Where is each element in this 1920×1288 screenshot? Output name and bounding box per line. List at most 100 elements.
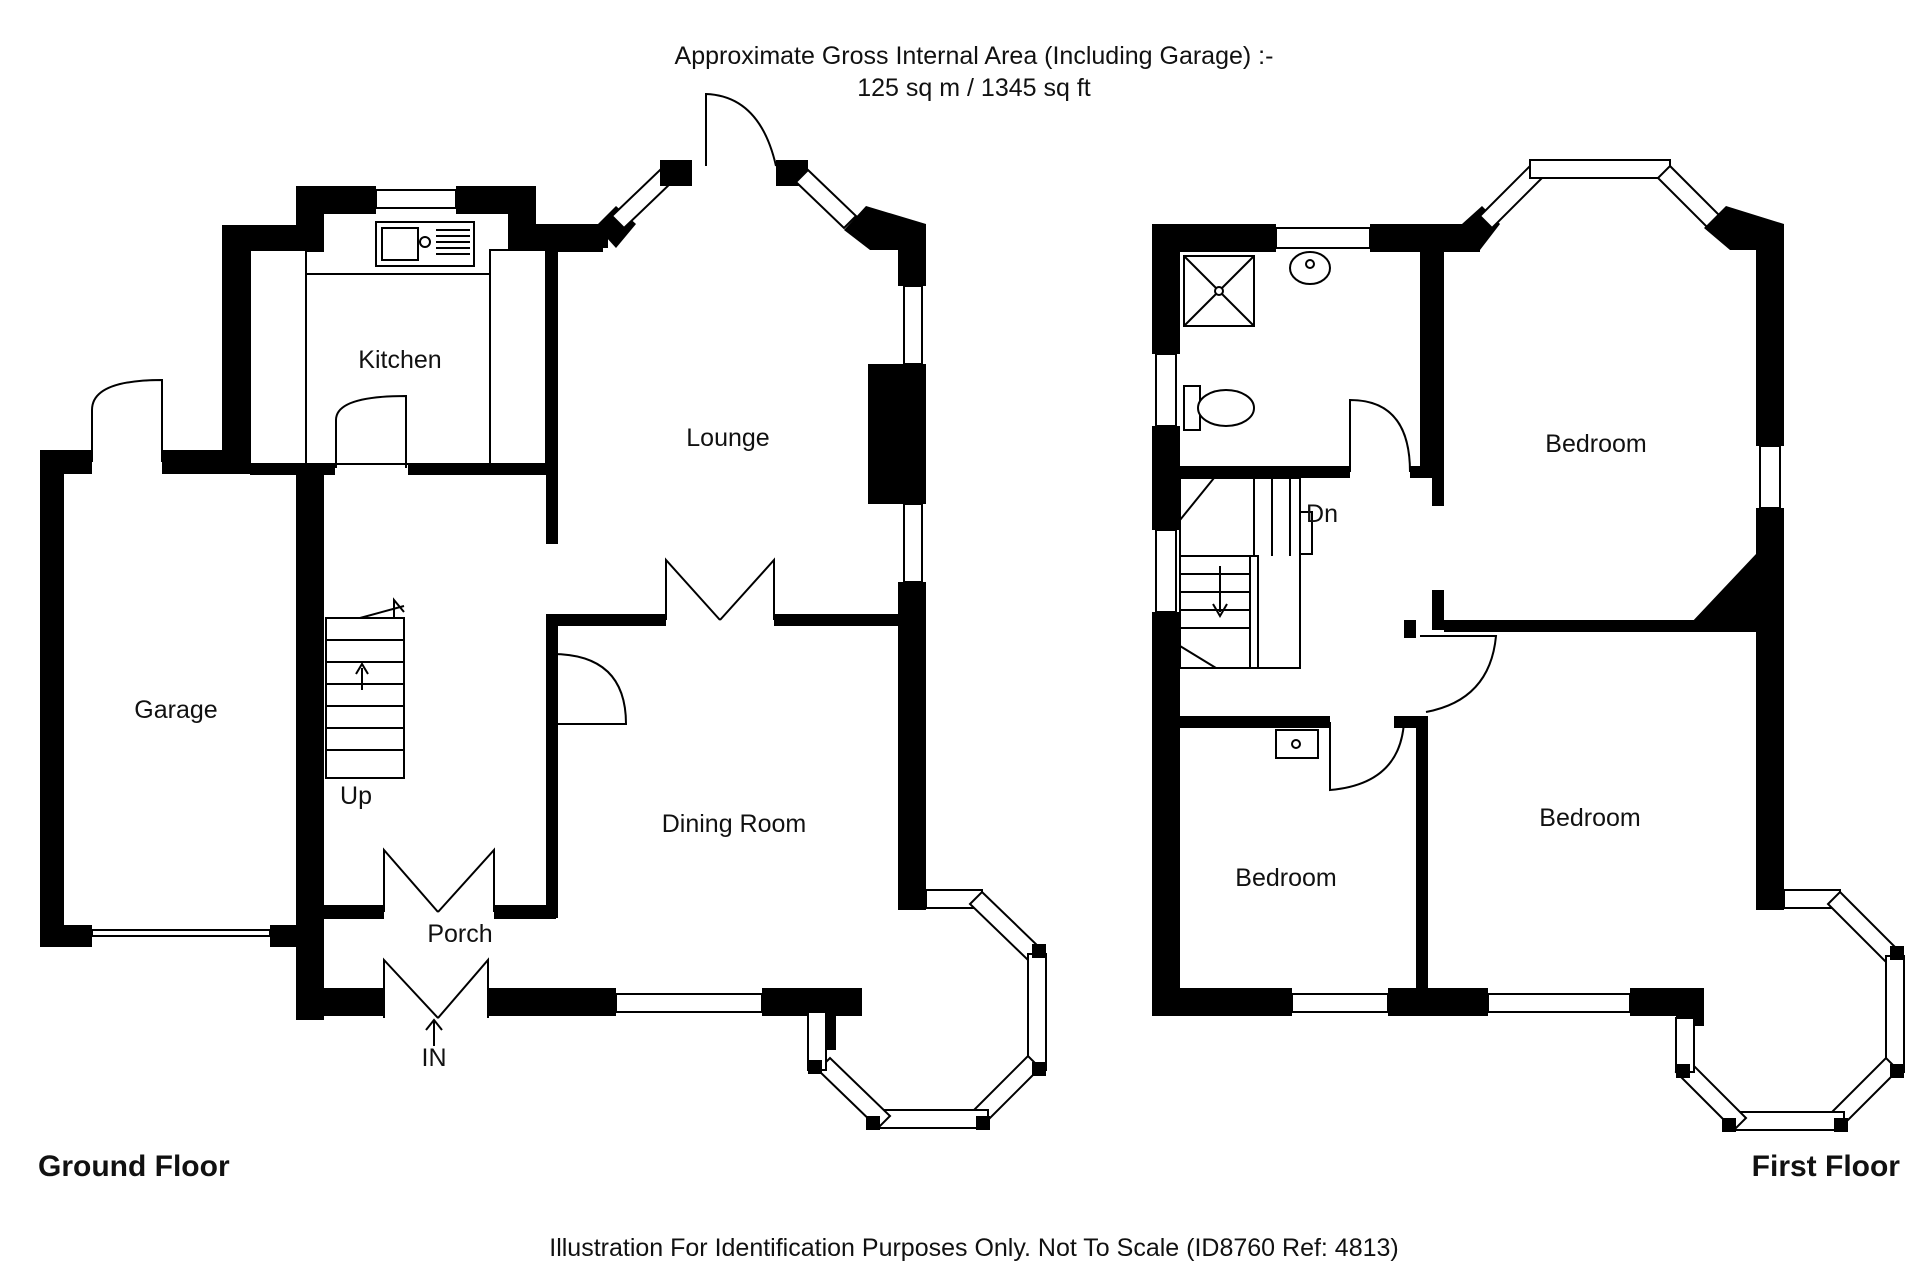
ff-bedroom-front-left-door xyxy=(1329,721,1405,792)
dining-bay-window-bottom-left-diag xyxy=(816,1056,892,1130)
kitchen-wall-bottom-right xyxy=(408,463,553,475)
ff-small-bedroom-window xyxy=(1291,993,1389,1013)
first-floor-title: First Floor xyxy=(1752,1150,1901,1183)
ff-bedroom-front-right-label: Bedroom xyxy=(1539,804,1640,832)
ff-front-bay-corner-e xyxy=(1676,1064,1690,1078)
chimney-breast xyxy=(868,364,926,504)
dining-bay-corner-top xyxy=(898,886,926,910)
ff-front-bay-corner-b xyxy=(1890,1064,1904,1078)
front-doors xyxy=(383,957,489,1019)
lounge-wall-right-upper xyxy=(898,224,926,286)
kitchen-label: Kitchen xyxy=(358,346,441,374)
ff-landing-wall-right xyxy=(1432,590,1444,630)
ff-front-bedroom-window xyxy=(1487,993,1631,1013)
ff-stair-newel-top xyxy=(1299,511,1313,555)
disclaimer: Illustration For Identification Purposes… xyxy=(549,1234,1399,1262)
kitchen-wall-left xyxy=(222,225,250,465)
ff-wall-right-lower xyxy=(1756,624,1784,904)
garage-label: Garage xyxy=(134,696,217,724)
bedroom-basin-tap xyxy=(1291,739,1301,749)
lounge-bay-door xyxy=(705,92,777,167)
ff-bathroom-window-side xyxy=(1155,353,1177,427)
garage-door xyxy=(91,929,271,937)
bathroom-basin-tap xyxy=(1305,259,1315,269)
ground-stairs xyxy=(325,617,405,779)
ff-wall-bottom-mid xyxy=(1388,988,1488,1016)
ground-floor-title: Ground Floor xyxy=(38,1150,230,1183)
ff-wall-top-left xyxy=(1152,224,1276,252)
kitchen-wall-top-a xyxy=(296,186,376,214)
lounge-dining-doors xyxy=(665,557,775,621)
ff-front-bay-corner-c xyxy=(1834,1118,1848,1132)
hall-dining-partition xyxy=(546,728,558,918)
ff-rear-bedroom-window-side xyxy=(1759,445,1781,509)
porch-wall-top-left xyxy=(296,905,384,919)
lounge-dining-partition-left xyxy=(546,614,666,626)
lounge-bay-window-right xyxy=(794,168,858,230)
sink-tap xyxy=(419,236,431,248)
lounge-bay-pier-left xyxy=(660,160,692,186)
ff-rear-front-partition xyxy=(1444,620,1774,632)
ff-landing-stub xyxy=(1404,620,1416,638)
kitchen-window xyxy=(375,189,457,209)
entrance-label: IN xyxy=(422,1044,447,1072)
worktop-left xyxy=(249,249,307,465)
dining-bay-window-top-diag xyxy=(968,890,1042,962)
worktop-right xyxy=(489,249,547,465)
lounge-wall-right-lower xyxy=(898,582,926,904)
garage-wall-bottom-left xyxy=(40,925,92,947)
garage-wall-left xyxy=(40,450,64,945)
hall-dining-door xyxy=(551,653,628,725)
ff-wall-top-mid xyxy=(1370,224,1480,252)
ff-bathroom-wall-bottom-left xyxy=(1180,466,1350,478)
ff-bathroom-window-top xyxy=(1275,227,1371,249)
entrance-arrow xyxy=(425,1018,443,1046)
ff-bedroom-rear-label: Bedroom xyxy=(1545,430,1646,458)
ff-rear-bay-window-right xyxy=(1656,164,1722,230)
ff-wall-left-mid xyxy=(1152,426,1180,530)
kitchen-wall-bottom-left xyxy=(250,463,335,475)
area-value: 125 sq m / 1345 sq ft xyxy=(857,74,1091,102)
dining-window-bottom xyxy=(615,993,763,1013)
dining-bay-window-bottom xyxy=(877,1109,989,1129)
ff-front-bay-window-bottom xyxy=(1733,1111,1845,1131)
ff-stair-arrow xyxy=(1212,566,1228,618)
kitchen-lounge-partition xyxy=(546,224,558,544)
dining-wall-bottom-left xyxy=(546,988,616,1016)
ff-stair-newel xyxy=(1249,555,1259,669)
lounge-wall-top-left xyxy=(546,224,608,248)
ground-floor-plan: Kitchen Lounge Garage Dining Room Porch … xyxy=(40,92,1047,1130)
area-heading: Approximate Gross Internal Area (Includi… xyxy=(675,42,1274,70)
sink-bowl xyxy=(381,227,419,261)
dining-bay-corner-d xyxy=(866,1116,880,1130)
ff-bedroom-divider xyxy=(1416,716,1428,1006)
porch-label: Porch xyxy=(427,920,492,948)
drainer-ridges xyxy=(436,229,470,255)
dining-bay-corner-c xyxy=(976,1116,990,1130)
ground-stair-arrow xyxy=(355,662,369,690)
garage-wall-bottom-right xyxy=(270,925,298,947)
lounge-window-upper xyxy=(903,285,923,365)
ff-front-bay-window-top-diag xyxy=(1826,890,1900,964)
ff-wall-right-upper xyxy=(1756,224,1784,446)
bathroom-door xyxy=(1349,398,1411,473)
wc-pan xyxy=(1197,389,1255,427)
stairs-up-label: Up xyxy=(340,782,372,810)
ff-front-bay-corner-top xyxy=(1756,886,1784,910)
ff-small-bedroom-wall-top xyxy=(1180,716,1330,728)
kitchen-wall-top-left xyxy=(222,225,302,253)
stairs-down-label: Dn xyxy=(1306,500,1338,528)
ff-rear-bedroom-corner xyxy=(1690,554,1784,624)
garage-wall-top-left xyxy=(40,450,92,474)
porch-wall-top-right xyxy=(494,905,556,919)
ff-wall-bottom-left xyxy=(1152,988,1292,1016)
ff-rear-bedroom-wall-left xyxy=(1432,250,1444,506)
ff-wall-left-lower xyxy=(1152,612,1180,1016)
ff-front-bay-corner-a xyxy=(1890,946,1904,960)
shower-drain xyxy=(1214,286,1224,296)
dining-bay-corner-a xyxy=(1032,944,1046,958)
ground-stair-treads xyxy=(326,597,405,751)
dining-bay-corner-b xyxy=(1032,1062,1046,1076)
lounge-dining-partition-right xyxy=(774,614,900,626)
